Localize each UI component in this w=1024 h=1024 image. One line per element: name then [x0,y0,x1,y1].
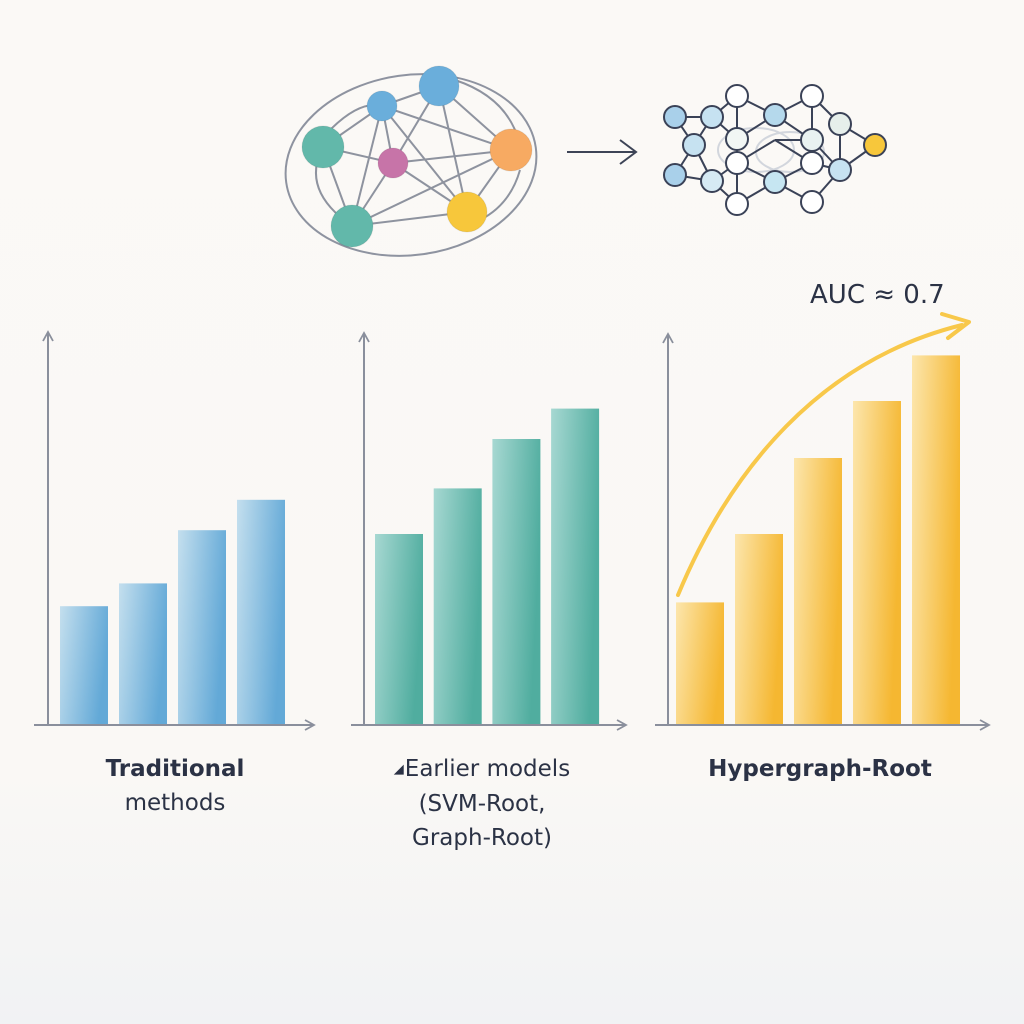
hypergraph-node [700,105,724,129]
auc-annotation: AUC ≈ 0.7 [810,280,945,310]
hypergraph-node [828,158,852,182]
hypergraph-node [800,151,824,175]
bar [375,534,423,724]
panel-label-earlier-models: ◢Earlier models (SVM-Root, Graph-Root) [362,752,602,855]
hypergraph-node [863,133,887,157]
bar [433,488,482,724]
graph-network-diagram [284,65,538,257]
hypergraph-node [800,190,824,214]
panel-title: Hypergraph-Root [708,756,932,782]
graph-edges [315,79,521,227]
panel-subtitle-line-1: ◢Earlier models [393,756,571,782]
hypergraph-node [763,170,787,194]
bar [60,606,108,724]
hypergraph-node [800,128,824,152]
graph-node [418,65,460,107]
hypergraph-node [700,169,724,193]
bar [794,458,842,724]
trend-arrow-icon [676,312,971,597]
bar-chart-hypergraph-root [655,312,991,731]
hypergraph-nodes [663,84,887,216]
right-arrow-icon [567,139,638,165]
graph-node [366,90,398,122]
hypergraph-node [663,163,687,187]
panel-subtitle-line-2: (SVM-Root, [418,791,546,817]
panel-label-hypergraph-root: Hypergraph-Root [680,752,960,786]
hypergraph-node [725,127,749,151]
bar-chart-earlier-models [351,331,628,731]
hypergraph-node [800,84,824,108]
bar [853,401,901,724]
panel-subtitle: methods [124,790,226,816]
bars [676,355,960,724]
graph-node [489,128,533,172]
bar [735,534,783,724]
panel-subtitle-line-3: Graph-Root) [412,825,552,851]
hypergraph-network-diagram [663,84,887,216]
bars [60,499,285,724]
bar [178,530,226,724]
hypergraph-node [725,192,749,216]
bar [237,499,285,724]
triangle-icon: ◢ [393,762,404,777]
graph-node [446,191,488,233]
graph-nodes [301,65,533,248]
graph-node [301,125,345,169]
bar [119,583,167,724]
hypergraph-node [663,105,687,129]
graph-node [377,147,409,179]
bar-chart-traditional [34,330,316,731]
hypergraph-node [682,133,706,157]
graph-node [330,204,374,248]
bar [551,408,600,724]
hypergraph-node [763,103,787,127]
bar [492,439,541,724]
bar [912,355,960,724]
hypergraph-node [725,84,749,108]
bar [676,602,724,724]
hypergraph-node [725,151,749,175]
hypergraph-node [828,112,852,136]
panel-title: Traditional [105,756,245,782]
bars [375,408,600,724]
panel-label-traditional: Traditional methods [60,752,290,820]
